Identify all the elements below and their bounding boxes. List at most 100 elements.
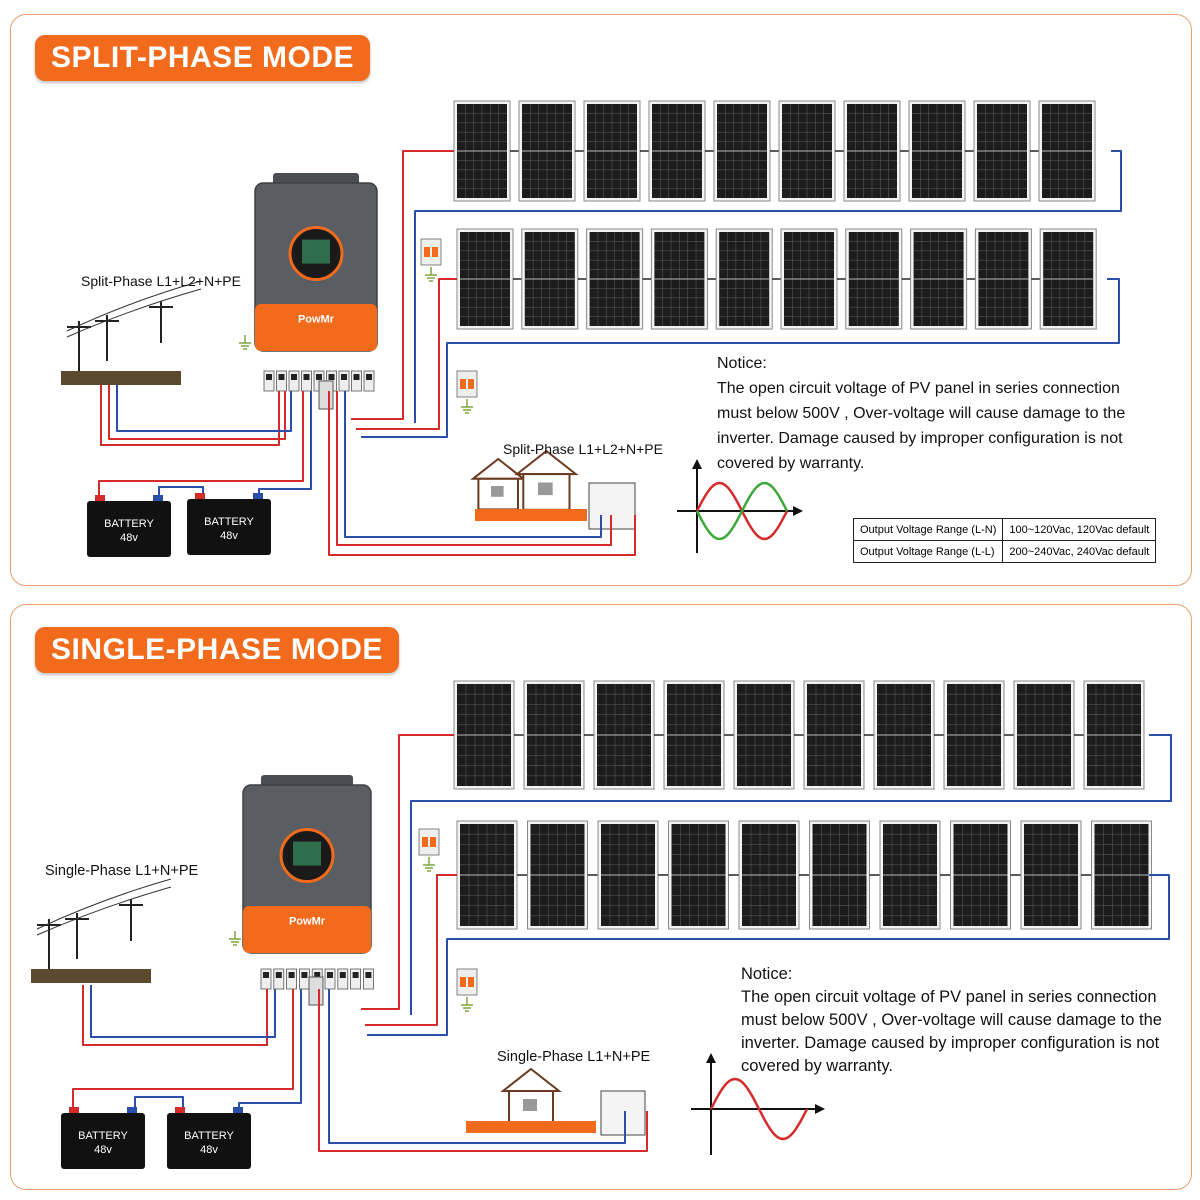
sine-wave-l1	[709, 1077, 809, 1141]
wire	[328, 391, 636, 556]
solar-panel	[1013, 680, 1075, 790]
battery-body	[167, 1113, 251, 1169]
solar-panel	[583, 100, 641, 202]
house-ground	[475, 509, 587, 521]
wire	[351, 150, 454, 420]
breaker-switch	[339, 972, 346, 978]
house-window	[491, 486, 504, 497]
pv-breaker-switch	[460, 379, 466, 389]
solar-panel	[809, 820, 870, 930]
breaker-switch	[314, 972, 321, 978]
breaker-switch	[263, 972, 269, 978]
battery-body	[187, 499, 271, 555]
ground-icon	[461, 399, 473, 414]
single-phase-notice: Notice: The open circuit voltage of PV p…	[741, 963, 1171, 1078]
solar-panel	[908, 100, 966, 202]
house-ground	[466, 1121, 596, 1133]
wire	[134, 1096, 184, 1107]
solar-panel	[527, 820, 588, 930]
breaker-switch	[365, 972, 372, 978]
ground-base	[61, 371, 181, 385]
breaker-switch	[353, 374, 360, 380]
pv-breaker-switch	[468, 977, 474, 987]
grid-label: Split-Phase L1+L2+N+PE	[81, 273, 241, 289]
breaker	[260, 968, 272, 990]
table-cell-value: 200~240Vac, 240Vac default	[1002, 540, 1157, 563]
breaker	[288, 370, 300, 392]
solar-panel	[843, 100, 901, 202]
battery-terminal-negative	[127, 1107, 137, 1113]
pv-breaker-switch	[422, 837, 428, 847]
utility-pole	[31, 878, 172, 983]
pv-breaker-body	[420, 238, 442, 266]
pv-breaker-switch	[424, 247, 430, 257]
breaker-switch	[266, 374, 272, 380]
solar-panel	[597, 820, 659, 930]
power-line	[36, 878, 172, 930]
solar-panel	[713, 100, 771, 202]
breaker-body	[362, 968, 374, 990]
house	[470, 457, 527, 511]
breaker-switch	[352, 972, 359, 978]
ground-icon	[425, 267, 437, 282]
power-line	[66, 288, 202, 338]
breaker-body	[288, 370, 300, 392]
main-breaker	[308, 976, 324, 1006]
pv-breaker	[418, 828, 440, 856]
battery-voltage: 48v	[120, 532, 138, 544]
battery-label: BATTERY	[104, 518, 154, 530]
solar-panel	[1038, 100, 1096, 202]
wire	[328, 989, 626, 1144]
wire	[108, 385, 286, 440]
breaker	[276, 370, 287, 392]
distribution-box	[600, 1090, 646, 1136]
battery-body	[87, 501, 171, 557]
notice-text: The open circuit voltage of PV panel in …	[717, 380, 1126, 472]
pv-breaker-switch	[432, 247, 438, 257]
house-roof	[470, 457, 527, 480]
wire	[336, 391, 612, 546]
wire	[82, 985, 268, 1046]
wire	[98, 391, 304, 495]
solar-panel	[803, 680, 865, 790]
solar-panel	[663, 680, 725, 790]
ground-icon	[423, 857, 435, 872]
solar-panel	[943, 680, 1005, 790]
ground-base	[31, 969, 151, 983]
breaker-switch	[278, 374, 285, 380]
breaker-switch	[316, 374, 322, 380]
solar-panel	[453, 100, 511, 202]
solar-panel	[456, 228, 514, 330]
pv-breaker	[456, 370, 478, 398]
ground-icon	[229, 931, 241, 946]
battery: BATTERY 48v	[87, 495, 171, 557]
wire	[365, 874, 457, 1026]
breaker	[363, 370, 375, 392]
sine-wave-l2	[695, 481, 789, 541]
solar-panel	[950, 820, 1011, 930]
table-cell-param: Output Voltage Range (L-N)	[852, 518, 1004, 541]
wire	[414, 150, 1122, 423]
solar-panel	[523, 680, 585, 790]
solar-panel	[780, 228, 838, 330]
pv-breaker-body	[456, 370, 478, 398]
breaker	[286, 968, 298, 990]
battery-voltage: 48v	[220, 530, 238, 542]
solar-panel	[453, 680, 515, 790]
wire	[356, 278, 457, 430]
axis-arrow	[815, 1104, 825, 1114]
solar-panel	[648, 100, 706, 202]
battery-voltage: 48v	[94, 1144, 112, 1156]
house-window	[523, 1099, 537, 1111]
solar-panel	[715, 228, 773, 330]
battery-terminal-positive	[95, 495, 105, 501]
breaker-switch	[328, 374, 335, 380]
solar-panel	[521, 228, 579, 330]
house	[500, 1067, 562, 1126]
battery-body	[61, 1113, 145, 1169]
battery-label: BATTERY	[184, 1130, 234, 1142]
